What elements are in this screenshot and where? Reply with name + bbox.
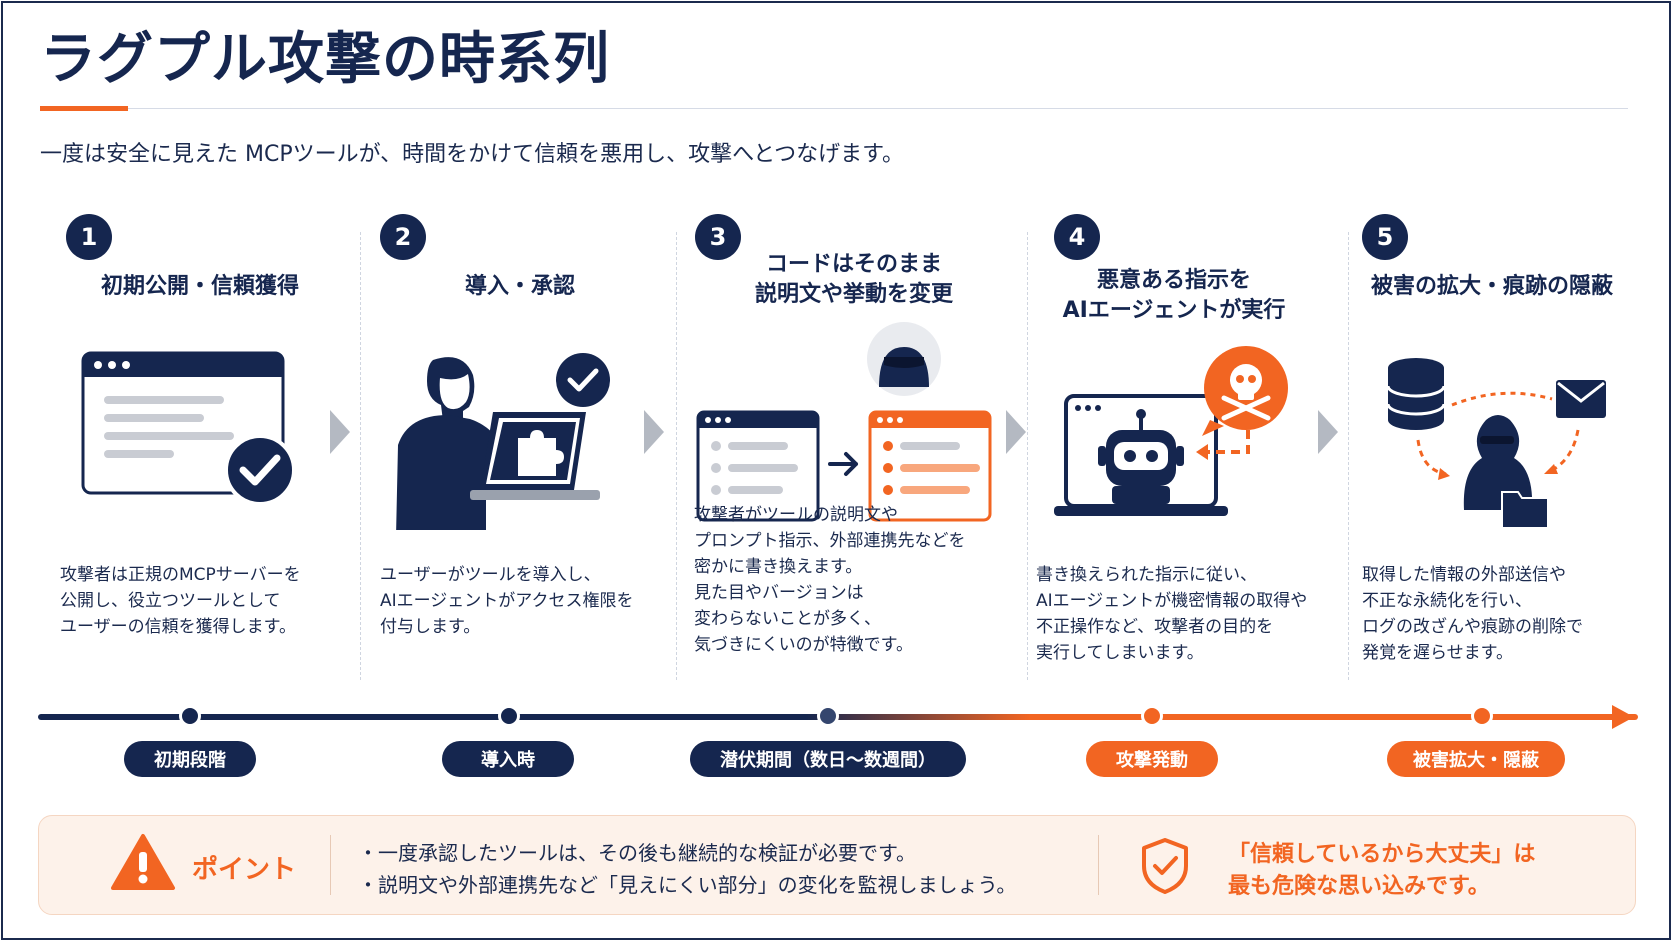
- phase-badge: 初期段階: [124, 741, 256, 777]
- title-rule: [128, 108, 1628, 109]
- step-description-line: 取得した情報の外部送信や: [1362, 565, 1566, 585]
- chevron-right-icon: [330, 410, 350, 454]
- step-number: 1: [66, 214, 112, 260]
- step-title: コードはそのまま 説明文や挙動を変更: [694, 250, 1014, 310]
- step-title: 導入・承認: [380, 272, 660, 302]
- step-divider: [676, 232, 677, 680]
- step-title-line: 被害の拡大・痕跡の隠蔽: [1370, 274, 1613, 299]
- step-description-line: AIエージェントが機密情報の取得や: [1036, 591, 1308, 611]
- step-title-line: 導入・承認: [464, 274, 575, 299]
- step-title: 初期公開・信頼獲得: [60, 272, 340, 302]
- timeline-marker: [498, 705, 520, 727]
- chevron-right-icon: [1006, 410, 1026, 454]
- hacker-modify-window-icon: [694, 322, 994, 526]
- page-title: ラグプル攻撃の時系列: [40, 27, 610, 92]
- step-description-line: 気づきにくいのが特徴です。: [694, 635, 913, 655]
- step-description-line: AIエージェントがアクセス権限を: [380, 591, 634, 611]
- shield-check-icon: [1140, 836, 1190, 900]
- step-description-line: 変わらないことが多く、: [694, 609, 881, 629]
- point-item: ・説明文や外部連携先など「見えにくい部分」の変化を監視しましょう。: [358, 873, 1017, 897]
- step-description: 攻撃者は正規のMCPサーバーを 公開し、役立つツールとして ユーザーの信頼を獲得…: [60, 562, 340, 640]
- step-description-line: 実行してしまいます。: [1036, 643, 1204, 663]
- step-description-line: ユーザーがツールを導入し、: [380, 565, 601, 585]
- user-laptop-plugin-icon: [378, 350, 628, 537]
- step-description-line: 発覚を遅らせます。: [1362, 643, 1513, 663]
- timeline-marker: [1471, 705, 1493, 727]
- step-description-line: プロンプト指示、外部連携先などを: [694, 531, 966, 551]
- step-description-line: 不正操作など、攻撃者の目的を: [1036, 617, 1274, 637]
- step-title-line: 悪意ある指示を: [1096, 268, 1251, 293]
- phase-badge: 被害拡大・隠蔽: [1387, 741, 1565, 777]
- point-note: 最も危険な思い込みです。: [1228, 874, 1490, 899]
- step-divider: [360, 232, 361, 680]
- step-title-line: 初期公開・信頼獲得: [100, 274, 299, 299]
- step-divider: [1348, 232, 1349, 680]
- step-2: 2 導入・承認 ユーザーがツールを導入し、 AIエージェントがアクセス権限を 付…: [380, 210, 660, 690]
- point-label: ポイント: [192, 855, 297, 885]
- step-5: 5 被害の拡大・痕跡の隠蔽 取得した情報の外部送信や 不正な永続化を行い、 ログ…: [1362, 210, 1662, 690]
- step-title: 被害の拡大・痕跡の隠蔽: [1358, 272, 1626, 302]
- title-accent-rule: [40, 106, 128, 111]
- timeline-marker: [817, 705, 839, 727]
- page-subtitle: 一度は安全に見えた MCPツールが、時間をかけて信頼を悪用し、攻撃へとつなげます…: [40, 142, 904, 167]
- point-separator: [330, 835, 331, 895]
- timeline-marker: [179, 705, 201, 727]
- phase-badge: 導入時: [442, 741, 574, 777]
- step-description-line: 不正な永続化を行い、: [1362, 591, 1532, 611]
- step-description: 取得した情報の外部送信や 不正な永続化を行い、 ログの改ざんや痕跡の削除で 発覚…: [1362, 562, 1662, 666]
- step-3: 3 コードはそのまま 説明文や挙動を変更 攻撃者がツールの説明文や プロンプト指…: [694, 210, 1014, 690]
- point-item: ・一度承認したツールは、その後も継続的な検証が必要です。: [358, 841, 916, 865]
- step-description-line: 密かに書き換えます。: [694, 557, 863, 577]
- step-description-line: 見た目やバージョンは: [694, 583, 864, 603]
- step-description-line: ログの改ざんや痕跡の削除で: [1362, 617, 1583, 637]
- robot-laptop-skull-icon: [1050, 346, 1300, 530]
- step-divider: [1027, 232, 1028, 680]
- timeline-arrow-icon: [1612, 705, 1634, 729]
- phase-badge: 潜伏期間（数日〜数週間）: [690, 741, 966, 777]
- step-description-line: 付与します。: [380, 617, 481, 637]
- step-description-line: 公開し、役立つツールとして: [60, 591, 281, 611]
- step-title-line: AIエージェントが実行: [1062, 298, 1286, 323]
- step-number: 2: [380, 214, 426, 260]
- step-description-line: 攻撃者は正規のMCPサーバーを: [60, 565, 301, 585]
- step-title-line: 説明文や挙動を変更: [754, 282, 953, 307]
- step-title-line: コードはそのまま: [765, 252, 942, 277]
- step-description-line: ユーザーの信頼を獲得します。: [60, 617, 296, 637]
- phase-badge: 攻撃発動: [1086, 741, 1218, 777]
- step-number: 3: [695, 214, 741, 260]
- warning-icon: [110, 832, 176, 896]
- step-4: 4 悪意ある指示を AIエージェントが実行 書き換えられた指: [1034, 210, 1334, 690]
- chevron-right-icon: [644, 410, 664, 454]
- step-description: ユーザーがツールを導入し、 AIエージェントがアクセス権限を 付与します。: [380, 562, 660, 640]
- point-note: 「信頼しているから大丈夫」は: [1228, 842, 1536, 867]
- step-number: 5: [1362, 214, 1408, 260]
- step-description: 書き換えられた指示に従い、 AIエージェントが機密情報の取得や 不正操作など、攻…: [1036, 562, 1336, 666]
- point-separator: [1098, 835, 1099, 895]
- step-description-line: 攻撃者がツールの説明文や: [694, 505, 898, 525]
- step-description: 攻撃者がツールの説明文や プロンプト指示、外部連携先などを 密かに書き換えます。…: [694, 502, 1014, 658]
- step-1: 1 初期公開・信頼獲得 攻撃者は正規のMCPサーバーを 公開し、役立つツールとし…: [60, 210, 340, 690]
- step-description-line: 書き換えられた指示に従い、: [1036, 565, 1257, 585]
- browser-check-icon: [80, 350, 310, 514]
- timeline-marker: [1141, 705, 1163, 727]
- step-title: 悪意ある指示を AIエージェントが実行: [1024, 266, 1324, 326]
- chevron-right-icon: [1318, 410, 1338, 454]
- step-number: 4: [1054, 214, 1100, 260]
- hacker-database-mail-icon: [1382, 350, 1612, 534]
- point-callout: [38, 815, 1636, 915]
